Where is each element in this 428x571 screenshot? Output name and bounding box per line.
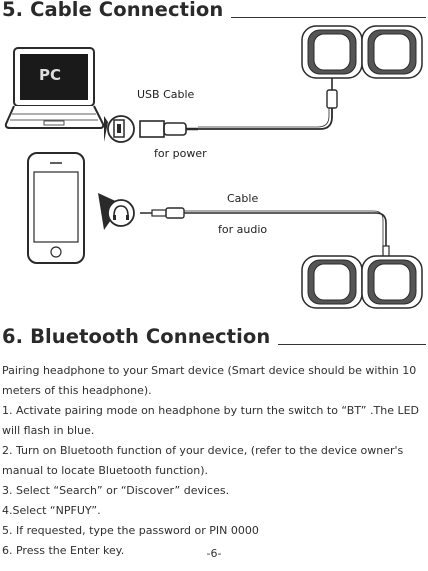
cable-connection-diagram: PC USB Cable for power	[4, 25, 423, 309]
section-6-heading: 6. Bluetooth Connection	[2, 327, 426, 347]
pc-label: PC	[39, 66, 61, 84]
bluetooth-instructions: Pairing headphone to your Smart device (…	[2, 361, 426, 561]
step-6: 6. Press the Enter key.	[2, 544, 125, 557]
step-5: 5. If requested, type the password or PI…	[2, 524, 259, 537]
page-number: -6-	[206, 547, 222, 560]
heading-rule	[231, 16, 426, 18]
step-2: 2. Turn on Bluetooth function of your de…	[2, 444, 404, 477]
intro-paragraph: Pairing headphone to your Smart device (…	[2, 364, 417, 397]
for-audio-label: for audio	[218, 223, 267, 236]
step-3: 3. Select “Search” or “Discover” devices…	[2, 484, 230, 497]
laptop-icon	[4, 47, 105, 129]
headphones-bottom-icon	[301, 255, 423, 309]
cable-label: Cable	[227, 192, 258, 205]
audio-cable	[140, 207, 390, 259]
step-1: 1. Activate pairing mode on headphone by…	[2, 404, 420, 437]
headphones-top-icon	[301, 25, 423, 79]
heading-rule	[278, 343, 426, 345]
section-6-title: 6. Bluetooth Connection	[2, 325, 271, 348]
smartphone-icon	[27, 152, 85, 264]
usb-cable	[139, 68, 338, 138]
section-5-title: 5. Cable Connection	[2, 0, 224, 21]
usb-cable-label: USB Cable	[137, 88, 195, 101]
section-5-heading: 5. Cable Connection	[2, 0, 426, 20]
headphone-jack-icon	[98, 193, 135, 230]
usb-port-icon	[104, 115, 135, 143]
for-power-label: for power	[154, 147, 207, 160]
step-4: 4.Select “NPFUY”.	[2, 504, 101, 517]
